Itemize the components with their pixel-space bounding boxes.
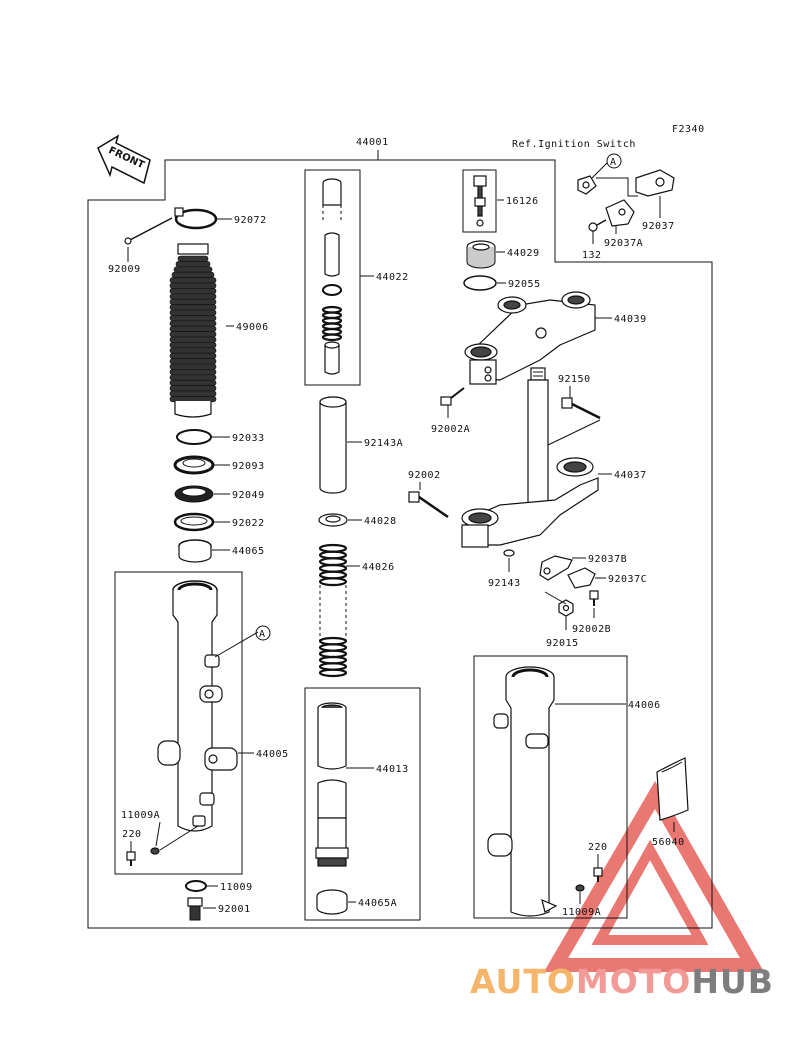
box-44005 [114,571,243,875]
washer-11009 [185,880,207,892]
bracket-92037C [567,567,596,589]
bushing-44065A [316,889,348,915]
label-56040: 56040 [652,837,685,848]
label-44065A: 44065A [358,898,397,909]
fork-spring-44026 [318,543,348,678]
washer-11009A-left [150,847,160,855]
screw-92009 [124,217,173,245]
label-92001: 92001 [218,904,251,915]
label-92037A: 92037A [604,238,643,249]
label-11009A-left: 11009A [121,810,160,821]
box-16126 [462,169,497,233]
label-44005: 44005 [256,749,289,760]
inner-tube-44013 [315,702,349,867]
label-92143A: 92143A [364,438,403,449]
washer-92022 [173,512,215,532]
label-92055: 92055 [508,279,541,290]
top-bolt-44029 [466,240,496,269]
label-220-right: 220 [588,842,608,853]
label-44013: 44013 [376,764,409,775]
label-44028: 44028 [364,516,397,527]
bracket-92037 [635,169,675,197]
callout-a-right-label: A [610,157,617,168]
label-92002: 92002 [408,470,441,481]
assembly-frame [87,159,713,929]
clamp-92072 [174,207,218,230]
o-ring-92055 [463,275,497,291]
seal-92093 [173,455,215,475]
bolt-220-right [593,867,603,882]
label-92002A: 92150 [558,374,591,385]
spacer-92143A [319,396,347,494]
label-92002B: 92002B [572,624,611,635]
label-92022: 92022 [232,518,265,529]
callout-a-left [255,625,271,641]
ref-note: Ref.Ignition Switch [512,139,636,150]
label-220-left: 220 [122,829,142,840]
label-11009: 11009 [220,882,253,893]
bracket-upper-small [577,175,597,195]
guard-56040 [656,757,689,821]
watermark-logo [543,780,765,972]
box-44022 [304,169,361,386]
label-92072: 92072 [234,215,267,226]
washer-11009A-right [575,884,585,892]
top-part-number: 44001 [356,137,389,148]
callout-a-left-label: A [259,629,266,640]
bolt-92002 [408,491,449,519]
seal-92049 [174,485,214,503]
label-11009A-right: 11009A [562,907,601,918]
label-132: 132 [582,250,602,261]
damper-rod-44022 [321,178,343,375]
watermark-part-1: AUTO [470,962,576,1001]
nut-92015 [558,599,574,617]
circlip-92033 [176,429,212,445]
cap-bolt-16126 [473,175,487,227]
screw-132 [588,219,607,232]
label-16126: 16126 [506,196,539,207]
box-44013 [304,687,421,921]
label-92150: 92002A [431,424,470,435]
label-92037C: 92037C [608,574,647,585]
label-44022: 44022 [376,272,409,283]
bolt-92150 [440,387,465,406]
bushing-44065 [178,539,212,563]
bolt-220-left [126,851,136,866]
upper-clamp-44039 [464,291,596,385]
outer-tube-44005 [157,580,238,832]
bolt-92002A [561,397,601,420]
label-92143: 92143 [488,578,521,589]
label-92033: 92033 [232,433,265,444]
label-44037: 44037 [614,470,647,481]
washer-92143 [503,549,515,557]
label-44006: 44006 [628,700,661,711]
label-44039: 44039 [614,314,647,325]
label-44029: 44029 [507,248,540,259]
outer-tube-44006 [487,666,558,917]
label-92009: 92009 [108,264,141,275]
label-92037B: 92037B [588,554,627,565]
box-44006 [473,655,628,919]
label-44065: 44065 [232,546,265,557]
label-92049: 92049 [232,490,265,501]
label-92093: 92093 [232,461,265,472]
bolt-92002B [589,590,599,606]
label-92037: 92037 [642,221,675,232]
bracket-92037B [539,555,573,581]
washer-44028 [318,513,348,527]
bracket-92037A [605,199,635,227]
diagram-code: F2340 [672,124,705,135]
fork-boot-49006 [169,243,217,418]
steering-stem-44037 [461,367,599,548]
watermark-part-2: MOTO [575,962,692,1001]
front-arrow-icon: FRONT [97,134,151,185]
watermark-part-3: HUB [691,962,774,1001]
label-92015: 92015 [546,638,579,649]
callout-a-right [606,153,622,169]
bolt-92001 [187,897,203,921]
label-49006: 49006 [236,322,269,333]
watermark-text: AUTOMOTOHUB [470,962,774,1001]
label-44026: 44026 [362,562,395,573]
